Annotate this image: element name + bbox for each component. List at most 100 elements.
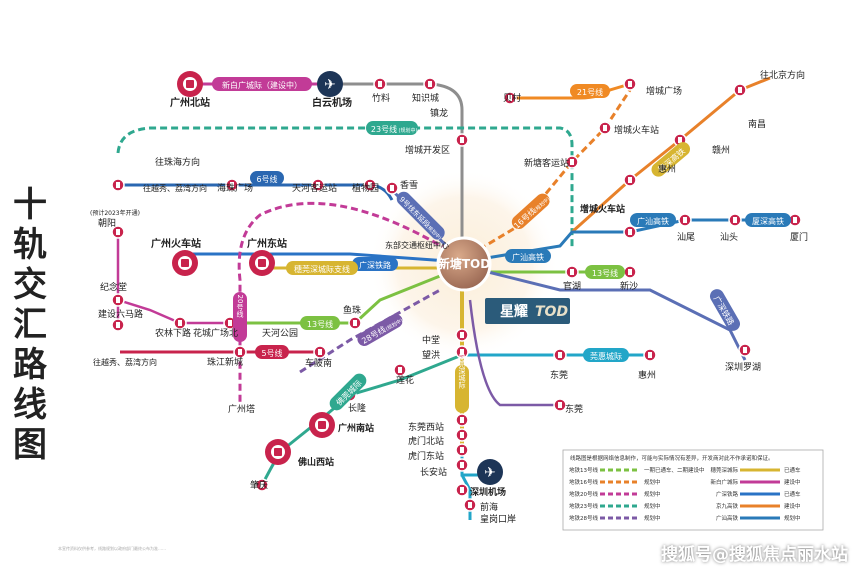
svg-text:13号线: 13号线 xyxy=(592,268,618,278)
station-marker-glyph xyxy=(398,367,402,373)
title-char: 交 xyxy=(13,265,47,305)
station-marker-glyph xyxy=(678,137,682,143)
station-marker-glyph xyxy=(178,320,182,326)
station-marker-glyph xyxy=(116,297,120,303)
station-zhongtang: 中堂 xyxy=(422,334,440,346)
station-marker-glyph xyxy=(460,462,464,468)
svg-text:✈: ✈ xyxy=(484,465,496,481)
station-zengcheng-square: 增城广场 xyxy=(646,85,682,97)
station-marker-glyph xyxy=(558,402,562,408)
tag-line20: 20号线 xyxy=(233,292,247,342)
tag-line13b: 13号线 xyxy=(300,316,340,330)
station-marker-glyph xyxy=(558,352,562,358)
station-tianhe-bus: 天河客运站 xyxy=(292,182,337,194)
station-jianshe: 建设六马路 xyxy=(98,308,143,320)
svg-text:(规划中): (规划中) xyxy=(399,127,418,134)
legend-status: 一期已通车、二期建设中 xyxy=(644,466,705,474)
tag-intercity: 新白广城际（建设中） xyxy=(212,77,312,91)
station-yuexiu: 往越秀、荔湾方向 xyxy=(143,183,207,193)
tag-suishen-v: 穗莞深城际 xyxy=(455,353,469,413)
svg-text:13号线: 13号线 xyxy=(307,319,333,329)
footnote: 本宣传资料仅供参考，线路规划以政府部门最终公布为准…… xyxy=(58,546,166,551)
station-to-zhuhai: 往珠海方向 xyxy=(155,156,200,168)
hub-label: 新塘TOD xyxy=(438,256,490,271)
airport-baiyun-icon[interactable]: ✈ xyxy=(317,71,343,97)
station-marker-glyph xyxy=(648,352,652,358)
svg-text:20号线: 20号线 xyxy=(236,295,244,318)
station-marker-glyph xyxy=(460,447,464,453)
legend-status: 已通车 xyxy=(784,466,801,474)
title-char: 图 xyxy=(13,425,47,465)
airport-shenzhen-icon[interactable]: ✈ xyxy=(477,459,503,485)
station-huizhou2: 惠州 xyxy=(638,369,656,381)
legend-label: 地铁28号线 xyxy=(569,514,598,522)
intercity-line-xinbaiguang xyxy=(192,82,464,240)
svg-text:莞惠城际: 莞惠城际 xyxy=(590,351,622,361)
tag-line13: 13号线 xyxy=(585,265,625,279)
station-ganzhou: 赣州 xyxy=(712,144,730,156)
station-marker-glyph xyxy=(743,347,747,353)
line-west-jianshe xyxy=(117,298,230,325)
station-marker-glyph xyxy=(603,125,607,131)
metro-line-20 xyxy=(237,201,449,405)
station-marker-glyph xyxy=(683,217,687,223)
line-to-qianhai xyxy=(460,474,472,520)
station-zhenlong: 镇龙 xyxy=(430,107,448,119)
station-labels: 广州北站 白云机场 竹料 知识城 镇龙 贝村 增城广场 增城火车站 新塘客运站 … xyxy=(90,69,808,525)
station-marker-glyph xyxy=(460,487,464,493)
station-marker-glyph xyxy=(238,349,242,355)
station-marker-glyph xyxy=(508,95,512,101)
station-qianhai: 前海 xyxy=(480,501,498,513)
banner-tag: TOD xyxy=(535,304,568,320)
station-marker-glyph xyxy=(116,322,120,328)
svg-text:穗莞深城际支线: 穗莞深城际支线 xyxy=(294,264,350,274)
station-marker-glyph xyxy=(733,217,737,223)
line-dongguan xyxy=(468,299,560,407)
station-marker-glyph xyxy=(628,229,632,235)
station-tianhe-park: 天河公园 xyxy=(262,327,298,339)
station-marker-glyph xyxy=(368,182,372,188)
station-zhaoqing: 肇庆 xyxy=(250,479,268,491)
svg-text:广深铁路: 广深铁路 xyxy=(359,260,391,270)
gz-north-hub[interactable] xyxy=(177,71,203,97)
map-title: 十 轨 交 汇 路 线 图 xyxy=(8,185,52,465)
station-zengcheng-rail: 增城火车站 xyxy=(614,124,659,136)
station-changlong: 长隆 xyxy=(348,402,366,414)
legend-label: 广深铁路 xyxy=(716,490,739,498)
svg-text:广汕高铁: 广汕高铁 xyxy=(512,252,544,262)
station-gz-north: 广州北站 xyxy=(170,96,210,109)
legend-rows: 地铁13号线一期已通车、二期建设中地铁16号线规划中地铁20号线规划中地铁23号… xyxy=(569,466,801,522)
legend-status: 建设中 xyxy=(784,478,801,486)
station-shantou: 汕头 xyxy=(720,232,738,243)
legend: 线路图是根据网络信息制作，可能与实际情况有差异，开发商对此不作承诺和保证。 地铁… xyxy=(562,449,824,531)
station-marker-glyph xyxy=(628,81,632,87)
title-char: 轨 xyxy=(13,225,47,265)
station-gz-tower: 广州塔 xyxy=(228,403,255,415)
tag-guangshan-hsr2: 广汕高铁 xyxy=(630,213,676,227)
gz-east-hub[interactable] xyxy=(249,250,275,276)
station-chebei: 车陂南 xyxy=(305,357,332,369)
tag-suishen-branch: 穗莞深城际支线 xyxy=(286,261,358,275)
foshan-west-hub[interactable] xyxy=(265,439,291,465)
gz-south-hub[interactable] xyxy=(309,412,335,438)
station-marker-glyph xyxy=(116,229,120,235)
hub-station[interactable] xyxy=(436,236,492,292)
rail-guangshen-east xyxy=(479,268,747,361)
station-xiangxue: 香雪 xyxy=(400,180,418,191)
station-marker-glyph xyxy=(228,320,232,326)
gz-rail-hub[interactable] xyxy=(172,250,198,276)
station-foshan-west: 佛山西站 xyxy=(297,456,334,468)
station-yuzhu: 鱼珠 xyxy=(343,304,361,316)
legend-status: 建设中 xyxy=(784,502,801,510)
station-marker-glyph xyxy=(230,182,234,188)
station-marker-glyph xyxy=(570,269,574,275)
station-humen-north: 虎门北站 xyxy=(408,435,444,447)
station-to-beijing: 往北京方向 xyxy=(760,69,805,81)
station-beicun: 贝村 xyxy=(503,92,521,104)
station-zhuliao: 竹料 xyxy=(372,92,390,104)
svg-text:穗莞深城际: 穗莞深城际 xyxy=(458,353,466,390)
station-chaoyang-note: (预计2023年开通) xyxy=(90,209,140,217)
station-huanggang: 皇岗口岸 xyxy=(480,513,516,525)
banner-brand: 星耀 xyxy=(500,304,528,320)
